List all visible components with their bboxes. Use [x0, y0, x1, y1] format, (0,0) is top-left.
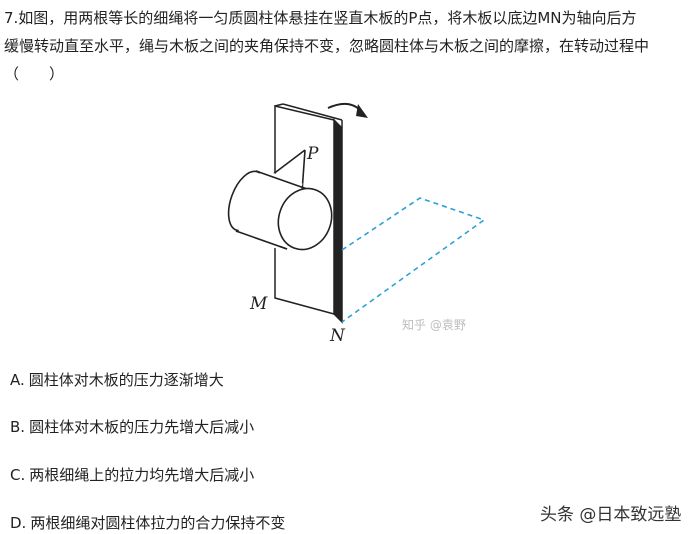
cylinder-front-end [277, 187, 333, 251]
label-p: P [306, 144, 319, 164]
physics-figure: P M N 知乎 @袁野 [0, 90, 700, 350]
stem-line-1: 7.如图，用两根等长的细绳将一匀质圆柱体悬挂在竖直木板的P点，将木板以底边MN为… [4, 9, 637, 27]
stem-line-2: 缓慢转动直至水平，绳与木板之间的夹角保持不变，忽略圆柱体与木板之间的摩擦，在转动… [4, 37, 650, 55]
option-c[interactable]: C.两根细绳上的拉力均先增大后减小 [10, 465, 254, 485]
option-d[interactable]: D.两根细绳对圆柱体拉力的合力保持不变 [10, 513, 285, 533]
board-top-back-edge [282, 103, 343, 121]
cylinder-top-edge-2 [255, 170, 308, 190]
cylinder-fill-mask [237, 168, 303, 250]
stem-line-3: （ ） [4, 65, 65, 83]
label-m: M [249, 294, 268, 314]
option-text: 两根细绳上的拉力均先增大后减小 [29, 466, 255, 484]
rope-2 [301, 149, 306, 193]
option-letter: A. [10, 371, 25, 389]
option-text: 圆柱体对木板的压力逐渐增大 [28, 371, 224, 389]
source-watermark: 头条 @日本致远塾 [540, 505, 682, 525]
option-letter: B. [10, 418, 26, 436]
label-n: N [329, 326, 346, 346]
option-text: 两根细绳对圆柱体拉力的合力保持不变 [30, 514, 286, 532]
option-b[interactable]: B.圆柱体对木板的压力先增大后减小 [10, 417, 254, 437]
board-top-edge [274, 103, 284, 107]
option-a[interactable]: A.圆柱体对木板的压力逐渐增大 [10, 370, 224, 390]
option-letter: C. [10, 466, 26, 484]
figure-drawing: P M N [227, 102, 486, 346]
board-horizontal-dashed [341, 197, 486, 323]
option-text: 圆柱体对木板的压力先增大后减小 [29, 418, 255, 436]
board-side-face [333, 118, 343, 324]
figure-watermark: 知乎 @袁野 [402, 318, 466, 332]
option-letter: D. [10, 514, 27, 532]
question-stem: 7.如图，用两根等长的细绳将一匀质圆柱体悬挂在竖直木板的P点，将木板以底边MN为… [4, 4, 700, 88]
cylinder-bottom-edge-2 [235, 230, 288, 250]
rotation-arrowhead-icon [356, 104, 368, 118]
